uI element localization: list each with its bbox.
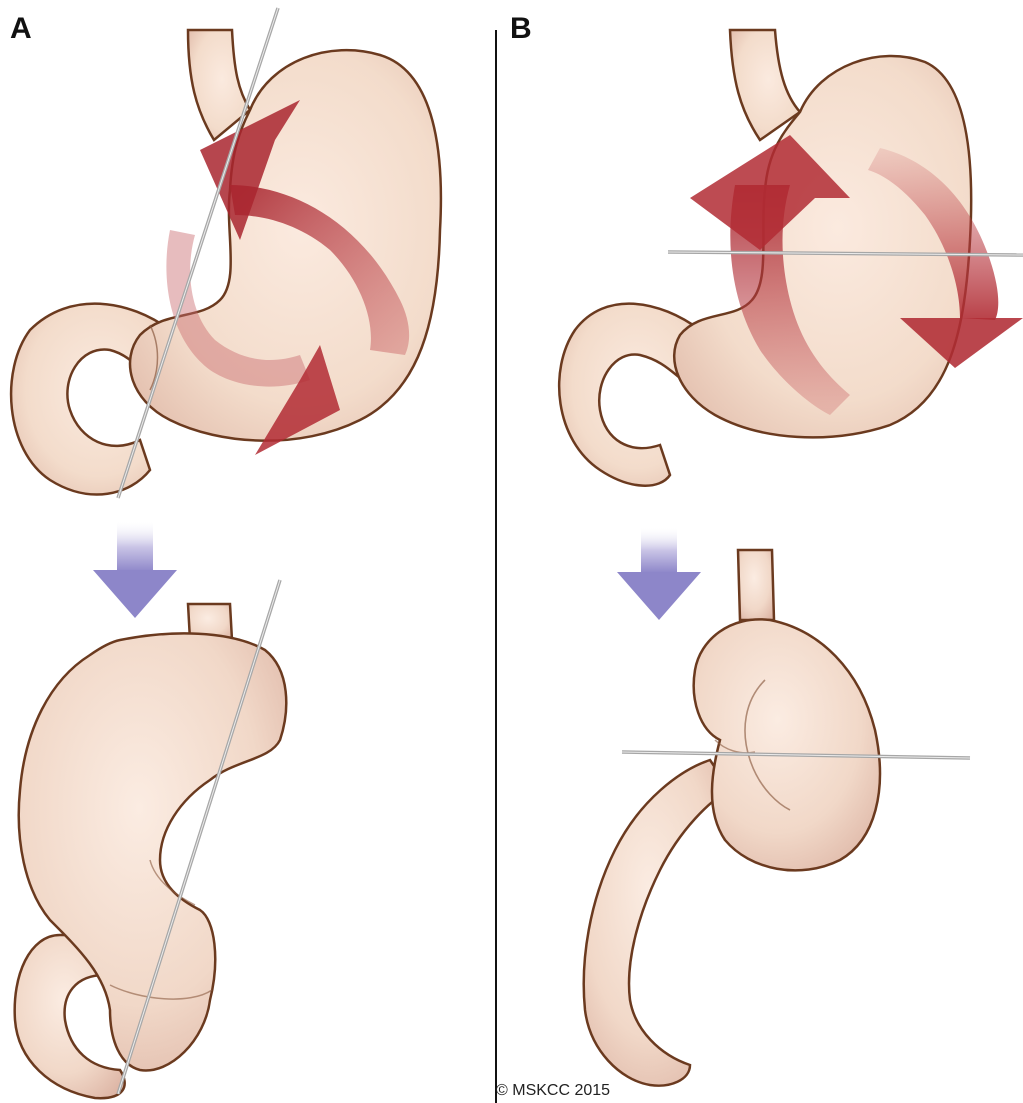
panel-b-bottom-stomach	[584, 550, 880, 1086]
down-arrow-icon	[93, 522, 177, 618]
panel-label-a: A	[10, 12, 32, 46]
down-arrow-icon	[617, 528, 701, 620]
copyright-notice: © MSKCC 2015	[496, 1081, 610, 1101]
panel-a-bottom-stomach	[15, 604, 287, 1098]
panel-label-b: B	[510, 12, 532, 46]
